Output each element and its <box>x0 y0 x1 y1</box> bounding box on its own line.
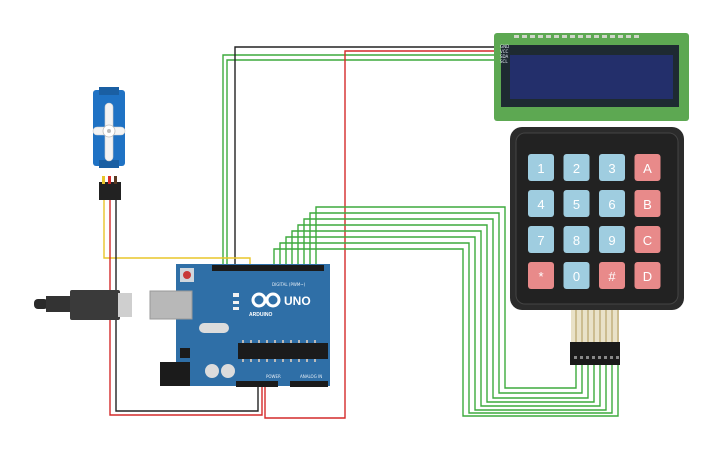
keypad[interactable]: 1 2 3 A 4 5 6 B 7 8 9 C * 0 # D <box>510 127 684 365</box>
keypad-key-8[interactable] <box>563 226 590 253</box>
servo-horn <box>92 102 126 162</box>
arduino-board <box>176 264 330 386</box>
keypad-key-label: B <box>643 197 652 212</box>
led-l <box>233 293 239 297</box>
wire-servo-signal[interactable] <box>103 200 251 268</box>
lcd-top-pads <box>514 35 639 38</box>
keypad-key-b[interactable] <box>634 190 661 217</box>
servo-connector <box>99 182 121 200</box>
keypad-key-7[interactable] <box>528 226 554 253</box>
keypad-key-label: 4 <box>537 197 544 212</box>
lcd-i2c-pins: GND VCC SDA SCL <box>500 44 509 64</box>
wire-keypad-2[interactable] <box>309 212 583 394</box>
crystal <box>199 323 229 333</box>
keypad-key-label: 3 <box>608 161 615 176</box>
servo-motor[interactable] <box>92 87 126 200</box>
digital-header-label: DIGITAL (PWM~) <box>272 282 306 287</box>
arduino-uno[interactable]: UNO ARDUINO DIGITAL (PWM~) POWER ANALOG … <box>149 264 330 387</box>
arduino-logo <box>251 292 281 308</box>
wire-lcd-vcc[interactable] <box>264 50 496 419</box>
usb-cable-body <box>46 296 72 312</box>
keypad-key-9[interactable] <box>599 226 625 253</box>
servo-mount-bottom <box>99 160 119 168</box>
keypad-key-label: D <box>643 269 652 284</box>
reset-button[interactable] <box>183 271 191 279</box>
lcd-display[interactable]: GND VCC SDA SCL <box>494 33 689 121</box>
lcd-pin-gnd: GND <box>500 44 509 49</box>
keypad-key-label: # <box>608 269 616 284</box>
lcd-screen <box>510 55 673 99</box>
servo-mount-top <box>99 87 119 95</box>
keypad-key-5[interactable] <box>563 190 590 217</box>
keypad-key-label: 7 <box>537 233 544 248</box>
uno-label: UNO <box>284 294 311 308</box>
power-header-label: POWER <box>266 374 281 379</box>
lcd-pin-sda: SDA <box>500 54 509 59</box>
keypad-key-1[interactable] <box>528 154 554 181</box>
keypad-key-3[interactable] <box>599 154 625 181</box>
keypad-key-c[interactable] <box>634 226 661 253</box>
capacitor-2 <box>221 364 235 378</box>
power-header <box>236 381 278 387</box>
keypad-keys: 1 2 3 A 4 5 6 B 7 8 9 C * 0 # D <box>528 154 661 289</box>
usb-port <box>149 290 193 320</box>
lcd-pin-vcc: VCC <box>500 49 509 54</box>
wire-keypad-3[interactable] <box>303 218 589 399</box>
keypad-key-label: A <box>643 161 652 176</box>
wire-keypad-6[interactable] <box>285 236 607 411</box>
keypad-key-a[interactable] <box>634 154 661 181</box>
keypad-key-label: C <box>643 233 652 248</box>
keypad-key-4[interactable] <box>528 190 554 217</box>
led-rx <box>233 307 239 310</box>
keypad-key-2[interactable] <box>563 154 590 181</box>
usb-plug-metal <box>118 293 132 317</box>
keypad-key-label: 9 <box>608 233 615 248</box>
arduino-brand-label: ARDUINO <box>249 312 272 318</box>
keypad-key-d[interactable] <box>634 262 661 289</box>
keypad-key-label: * <box>538 269 543 284</box>
keypad-key-hash[interactable] <box>599 262 625 289</box>
wire-keypad-8[interactable] <box>273 248 619 417</box>
lcd-pin-scl: SCL <box>500 59 508 64</box>
chip-pins <box>242 340 316 362</box>
keypad-key-label: 1 <box>537 161 544 176</box>
capacitor-1 <box>205 364 219 378</box>
wire-keypad-4[interactable] <box>297 224 595 403</box>
keypad-key-6[interactable] <box>599 190 625 217</box>
keypad-key-label: 0 <box>573 269 580 284</box>
keypad-ribbon <box>571 310 619 342</box>
digital-header <box>212 265 324 271</box>
keypad-connector-pins <box>574 356 619 359</box>
small-chip <box>180 348 190 358</box>
usb-plug <box>70 290 120 320</box>
usb-cable[interactable] <box>34 290 132 320</box>
keypad-connector <box>570 342 620 365</box>
power-jack <box>160 362 190 386</box>
atmega-chip <box>238 343 328 359</box>
wire-keypad-1[interactable] <box>315 206 577 389</box>
keypad-key-label: 2 <box>573 161 580 176</box>
wire-keypad-7[interactable] <box>279 242 613 414</box>
wire-lcd-gnd[interactable] <box>234 46 496 268</box>
usb-cable-tip <box>34 299 48 309</box>
analog-header-label: ANALOG IN <box>300 374 322 379</box>
keypad-key-label: 8 <box>573 233 580 248</box>
wire-lcd-sda[interactable] <box>222 54 496 268</box>
led-tx <box>233 301 239 304</box>
keypad-key-0[interactable] <box>563 262 590 289</box>
analog-header <box>290 381 328 387</box>
keypad-key-star[interactable] <box>528 262 554 289</box>
keypad-key-label: 6 <box>608 197 615 212</box>
wire-lcd-scl[interactable] <box>226 59 496 268</box>
keypad-key-label: 5 <box>573 197 580 212</box>
